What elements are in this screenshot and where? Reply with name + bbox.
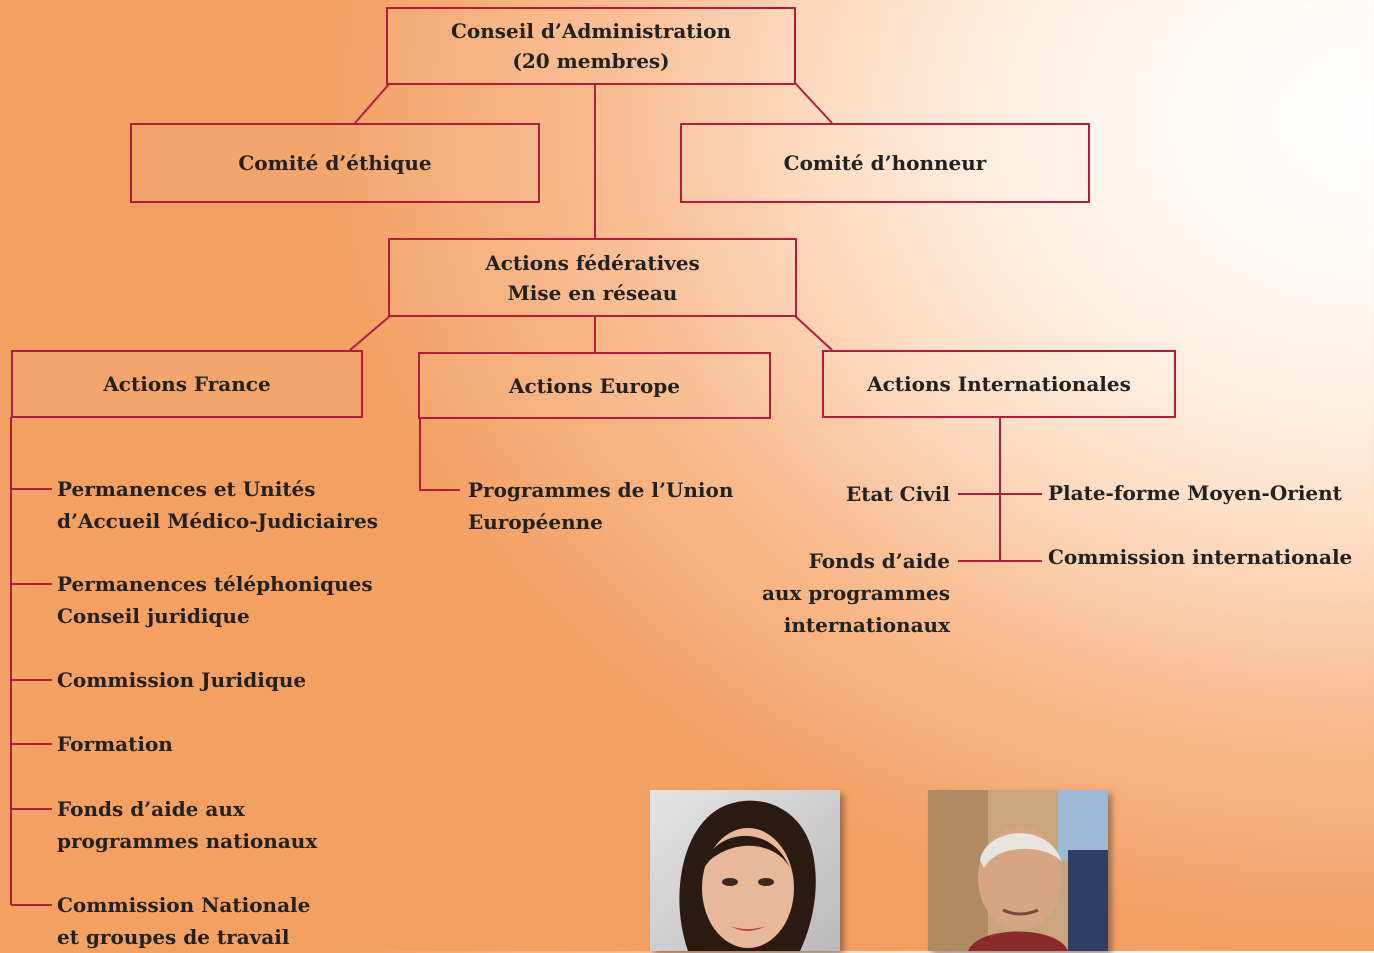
box-comite-honneur: Comité d’honneur: [680, 123, 1090, 203]
conn-conseil-honneur: [794, 82, 833, 124]
federatives-line-2: Mise en réseau: [507, 280, 678, 305]
france-item-1-line-1: Permanences et Unités: [57, 477, 316, 501]
conn-conseil-ethique: [354, 82, 391, 124]
france-item-6-line-1: Commission Nationale: [57, 893, 311, 917]
france-item-6-line-2: et groupes de travail: [57, 925, 290, 949]
france-item-6: Commission Nationale et groupes de trava…: [57, 889, 310, 953]
inter-left-item-2-line-2: aux programmes: [761, 581, 950, 605]
conn-fed-france: [349, 315, 391, 351]
france-item-2-line-1: Permanences téléphoniques: [57, 572, 373, 596]
inter-right-item-1: Plate-forme Moyen-Orient: [1048, 477, 1342, 509]
france-item-1-line-2: d’Accueil Médico-Judiciaires: [57, 509, 378, 533]
box-conseil: Conseil d’Administration (20 membres): [386, 7, 796, 85]
federatives-line-1: Actions fédératives: [485, 250, 700, 275]
europe-label: Actions Europe: [508, 373, 680, 398]
inter-right-item-2: Commission internationale: [1048, 541, 1352, 573]
photo-woman-portrait: [650, 790, 840, 951]
box-actions-federatives: Actions fédératives Mise en réseau: [388, 238, 797, 317]
france-item-5-line-1: Fonds d’aide aux: [57, 797, 245, 821]
france-item-1: Permanences et Unités d’Accueil Médico-J…: [57, 473, 378, 537]
photo-elderly-man-portrait: [928, 790, 1108, 951]
france-item-3-line-1: Commission Juridique: [57, 668, 307, 692]
france-label: Actions France: [103, 372, 271, 396]
inter-left-item-2-line-1: Fonds d’aide: [808, 549, 950, 573]
france-item-5: Fonds d’aide aux programmes nationaux: [57, 793, 317, 857]
europe-item-1: Programmes de l’Union Européenne: [468, 474, 733, 538]
conseil-line-1: Conseil d’Administration: [451, 19, 731, 43]
france-item-2: Permanences téléphoniques Conseil juridi…: [57, 568, 373, 632]
france-item-2-line-2: Conseil juridique: [57, 604, 250, 628]
europe-item-1-line-2: Européenne: [468, 510, 603, 534]
box-comite-ethique: Comité d’éthique: [130, 123, 540, 203]
france-item-3: Commission Juridique: [57, 664, 306, 696]
france-item-5-line-2: programmes nationaux: [57, 829, 318, 853]
box-actions-france: Actions France: [11, 350, 363, 418]
europe-branch: [419, 419, 460, 491]
europe-item-1-line-1: Programmes de l’Union: [468, 478, 734, 502]
inter-left-item-1: Etat Civil: [846, 478, 950, 510]
conseil-line-2: (20 membres): [512, 49, 670, 73]
france-item-4-line-1: Formation: [57, 732, 173, 756]
inter-right-item-1-line-1: Plate-forme Moyen-Orient: [1048, 481, 1342, 505]
honneur-label: Comité d’honneur: [783, 151, 987, 175]
inter-left-item-2-line-3: internationaux: [783, 613, 950, 637]
woman-portrait-image: [650, 790, 840, 951]
conn-fed-inter: [794, 315, 833, 351]
france-item-4: Formation: [57, 728, 173, 760]
inter-left-item-2: Fonds d’aide aux programmes internationa…: [762, 545, 950, 641]
box-actions-europe: Actions Europe: [418, 352, 771, 419]
ethique-label: Comité d’éthique: [238, 151, 432, 175]
inter-left-item-1-line-1: Etat Civil: [846, 482, 950, 506]
elderly-man-portrait-image: [928, 790, 1108, 951]
inter-right-item-2-line-1: Commission internationale: [1048, 545, 1353, 569]
box-actions-internationales: Actions Internationales: [822, 350, 1176, 418]
internationales-label: Actions Internationales: [867, 372, 1131, 396]
